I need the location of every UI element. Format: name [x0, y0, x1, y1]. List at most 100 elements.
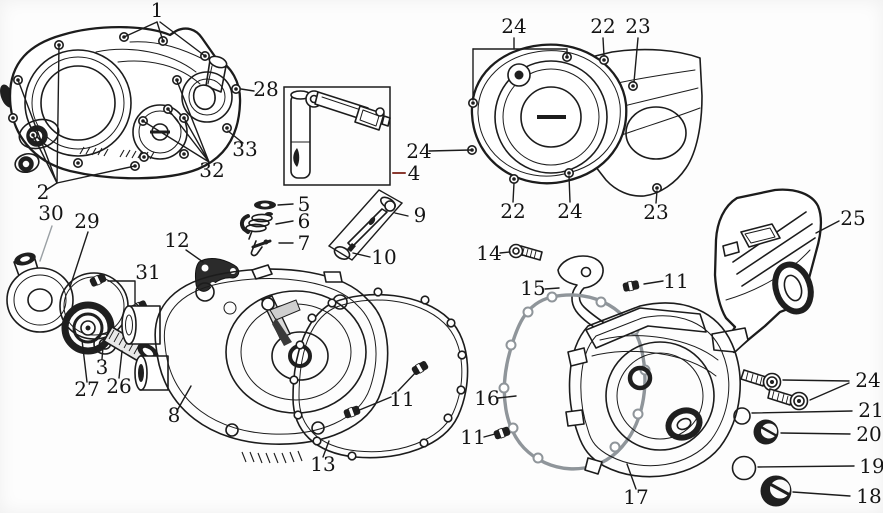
part-number-14: 14 [476, 241, 501, 265]
part-number-6: 6 [298, 209, 311, 233]
part-number-11: 11 [460, 425, 485, 449]
part-number-15: 15 [520, 276, 545, 300]
part-number-28: 28 [253, 77, 278, 101]
leader-line [277, 203, 294, 206]
plug-18-drawing [760, 475, 792, 507]
part-number-31: 31 [135, 260, 160, 284]
leader-line [757, 465, 855, 468]
leader-line [275, 220, 294, 225]
dowel-pin-11a [342, 404, 362, 420]
part-number-27: 27 [74, 377, 99, 401]
part-number-33: 33 [232, 137, 257, 161]
clip-pin-drawing [250, 239, 272, 257]
leader-line [156, 21, 164, 42]
part-number-30: 30 [38, 201, 63, 225]
leader-line [568, 175, 571, 203]
leader-line [142, 120, 210, 163]
leader-line [497, 395, 517, 399]
water-pump-cover-drawing [6, 252, 74, 333]
part-number-22: 22 [500, 199, 525, 223]
magneto-cover-outer-drawing [565, 302, 741, 478]
part-number-19: 19 [859, 454, 883, 478]
leader-line [397, 369, 419, 392]
leader-line [322, 440, 330, 458]
part-number-22: 22 [590, 14, 615, 38]
part-number-18: 18 [856, 484, 881, 508]
leader-line [428, 149, 471, 152]
leader-line [356, 396, 392, 412]
dowel-pin-11b [410, 359, 430, 377]
impeller-drawing [61, 301, 115, 355]
dowel-pin-11d [621, 279, 641, 293]
leader-line [101, 346, 104, 360]
part-number-24: 24 [855, 368, 880, 392]
leader-line [45, 182, 58, 191]
plug-20-drawing [753, 419, 779, 445]
part-number-3: 3 [96, 355, 109, 379]
leader-line [56, 44, 60, 184]
part-number-29: 29 [74, 209, 99, 233]
part-number-13: 13 [310, 452, 335, 476]
part-number-32: 32 [199, 158, 224, 182]
leader-line [815, 220, 840, 234]
leader-lines [17, 21, 855, 497]
leader-line [544, 287, 560, 290]
leader-line [227, 130, 244, 144]
seal-washer-drawing [254, 200, 276, 210]
part-number-7: 7 [298, 231, 311, 255]
leader-line [633, 37, 639, 83]
part-number-24: 24 [557, 199, 582, 223]
left-crankcase-cover-drawing [0, 26, 242, 180]
chain-guard-drawing [711, 188, 823, 354]
flange-bolt-24a-drawing [740, 369, 782, 392]
oring-19-drawing [731, 455, 757, 481]
part-number-2: 2 [37, 180, 50, 204]
part-number-20: 20 [856, 422, 881, 446]
bracket-15-drawing [557, 255, 617, 339]
part-number-1: 1 [151, 0, 164, 22]
part-number-24: 24 [406, 139, 431, 163]
leader-line [352, 252, 371, 258]
leader-line [782, 379, 850, 382]
leader-line [643, 280, 664, 285]
part-number-25: 25 [840, 206, 865, 230]
oil-dipstick-box-drawing [327, 189, 404, 261]
flange-bolt-14-drawing [508, 243, 543, 261]
leader-line [69, 231, 89, 288]
dowel-pin-11c [492, 425, 512, 441]
leader-line [177, 385, 192, 410]
part-number-11: 11 [389, 387, 414, 411]
spring-fitting-drawing [239, 212, 273, 240]
part-number-16: 16 [474, 386, 499, 410]
leader-line [32, 134, 58, 184]
part-number-8: 8 [168, 403, 181, 427]
leader-line [792, 491, 851, 497]
part-number-17: 17 [623, 485, 648, 509]
right-crankcase-cover-drawing [121, 264, 389, 464]
leader-line [394, 212, 409, 217]
leader-line [780, 432, 851, 435]
dipstick-oring-drawing [333, 246, 351, 260]
oring-21-drawing [733, 407, 751, 425]
leader-line [809, 382, 850, 401]
part-number-23: 23 [625, 14, 650, 38]
part-number-26: 26 [106, 374, 131, 398]
part-number-11: 11 [663, 269, 688, 293]
leader-line [183, 117, 210, 163]
leader-line [167, 108, 210, 163]
leader-line [81, 339, 88, 383]
leader-line [39, 225, 53, 262]
leader-line [107, 280, 140, 307]
clutch-gasket-drawing [289, 287, 469, 461]
leader-line [185, 249, 204, 263]
part-number-24: 24 [501, 14, 526, 38]
flange-bolt-24b-drawing [767, 388, 809, 411]
magneto-cover-gasket-drawing [466, 43, 703, 197]
part-number-5: 5 [298, 192, 311, 216]
leader-line [751, 410, 853, 414]
part-number-21: 21 [858, 398, 883, 422]
leader-line [499, 251, 511, 254]
